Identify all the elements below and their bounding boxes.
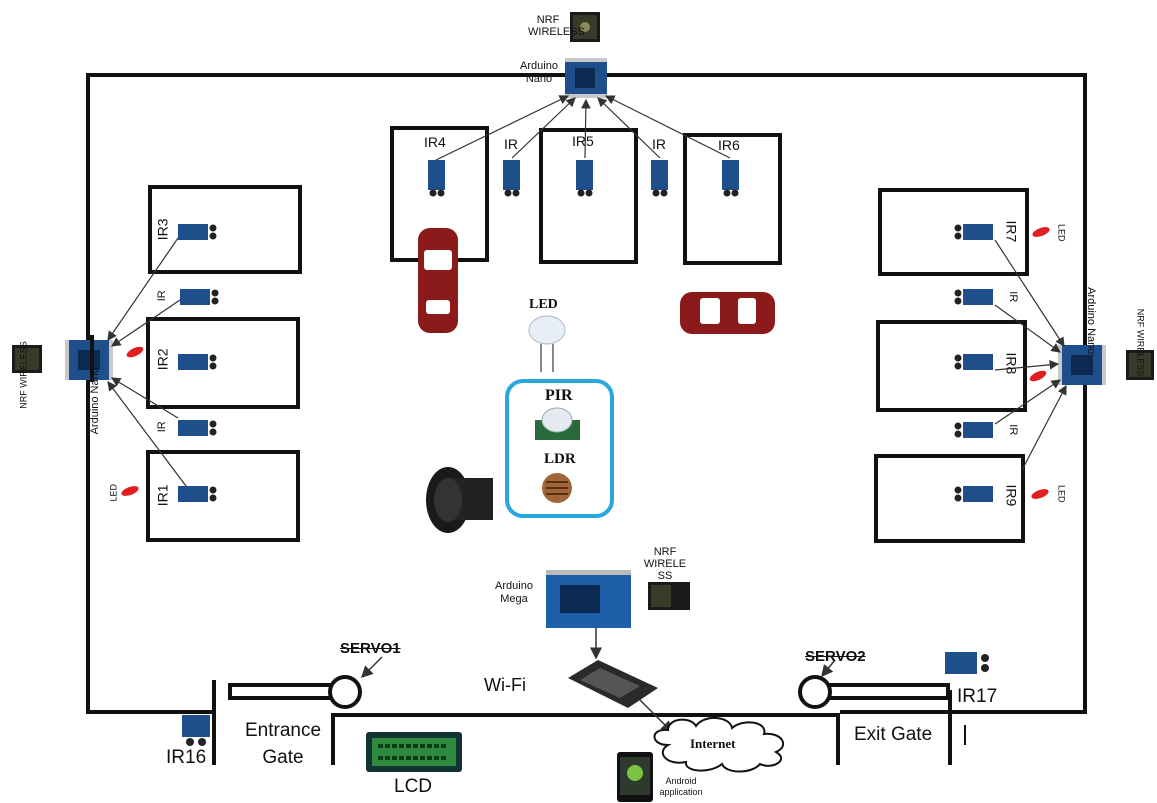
label-ir1: IR1 [154, 484, 171, 507]
label-nrf-left: NRF WIRELESS [18, 341, 29, 409]
label-ir9: IR9 [1003, 484, 1020, 507]
ir-sensor-4 [428, 160, 445, 197]
led-left-ir1 [121, 486, 139, 496]
label-entrance-gate: Entrance Gate [244, 720, 322, 768]
servo1-pointer [360, 656, 383, 679]
ir-sensor-2 [178, 354, 217, 370]
ir-sensor-8 [954, 354, 993, 370]
ir-sensor-9 [954, 486, 993, 502]
ir-sensor-left-upper [180, 289, 219, 305]
label-ir6: IR6 [718, 137, 740, 153]
ir-sensor-3 [178, 224, 217, 240]
label-nano-left: Arduino Nano [89, 367, 102, 435]
slot-ir2 [146, 317, 300, 409]
label-servo1: SERVO1 [340, 640, 401, 657]
label-nrf-top: NRF WIRELESS [528, 14, 585, 39]
ir-sensor-1 [178, 486, 217, 502]
label-android: Android application [659, 776, 703, 797]
label-ir2: IR2 [154, 348, 171, 371]
internet-cloud [653, 717, 785, 773]
label-pir: PIR [545, 387, 573, 404]
ir-sensor-5 [576, 160, 593, 197]
slot-ir5 [539, 128, 638, 264]
android-phone [617, 752, 653, 802]
ir-sensor-7 [954, 224, 993, 240]
label-internet: Internet [690, 736, 736, 751]
slot-ir1 [146, 450, 300, 542]
ir-sensor-17 [945, 652, 989, 674]
label-ir-right-lower: IR [1006, 424, 1019, 436]
wifi-to-internet-arrow [639, 699, 674, 734]
label-nrf-right: NRF WIRELESS [1135, 308, 1146, 377]
label-servo2: SERVO2 [805, 648, 866, 665]
ir-sensor-between-4-5 [503, 160, 520, 197]
label-nano-top: Arduino Nano [520, 60, 558, 85]
label-ir16: IR16 [166, 747, 207, 768]
center-led [528, 315, 566, 372]
lcd-display [366, 732, 462, 772]
wifi-module [568, 660, 658, 708]
slot-ir9 [874, 454, 1025, 543]
pir-ldr-frame [505, 379, 614, 518]
arduino-mega [546, 570, 631, 628]
label-ir3: IR3 [154, 218, 171, 241]
left-connection-arrows [107, 237, 187, 487]
label-ir4: IR4 [424, 134, 446, 150]
ir-sensor-right-upper [954, 289, 993, 305]
label-exit-gate: Exit Gate [854, 724, 933, 745]
label-led-right-bottom: LED [1056, 484, 1067, 503]
label-ir-left-upper: IR [156, 290, 169, 302]
label-ir-between-4-5: IR [504, 136, 518, 152]
ldr-sensor [542, 473, 572, 503]
car-center-right [680, 292, 775, 334]
gate-structure [331, 713, 840, 765]
label-led-right-top: LED [1056, 223, 1067, 242]
label-ir17: IR17 [957, 686, 998, 707]
nrf-module-right [1126, 350, 1154, 380]
nrf-module-left [12, 345, 42, 373]
slot-ir3 [148, 185, 302, 274]
arduino-nano-left [65, 340, 113, 380]
ir-sensor-between-5-6 [651, 160, 668, 197]
servo1-barrier [228, 675, 362, 709]
label-ir7: IR7 [1003, 220, 1020, 243]
label-ldr: LDR [544, 451, 576, 467]
label-ir-right-upper: IR [1006, 291, 1019, 303]
slot-ir6 [683, 133, 782, 265]
slot-ir7 [878, 188, 1029, 276]
led-left-upper [126, 346, 144, 358]
ir-sensor-right-lower [954, 422, 993, 438]
label-ir-between-5-6: IR [652, 136, 666, 152]
label-ir5: IR5 [572, 133, 594, 149]
label-wifi: Wi-Fi [484, 675, 526, 695]
ir-sensor-6 [722, 160, 739, 197]
label-ir8: IR8 [1003, 352, 1020, 375]
right-connection-arrows [994, 239, 1067, 471]
led-right-ir8 [1029, 370, 1047, 382]
label-center-led: LED [529, 297, 558, 312]
label-ir-left-lower: IR [156, 421, 169, 433]
nrf-module-mega [648, 582, 690, 610]
slot-ir8 [876, 320, 1027, 412]
label-nano-right: Arduino Nano [1084, 287, 1097, 355]
arduino-nano-right [1058, 345, 1106, 385]
car-slot-ir4 [418, 228, 458, 333]
label-arduino-mega: Arduino Mega [495, 580, 533, 605]
buzzer [426, 467, 493, 533]
pir-sensor [535, 407, 580, 440]
label-nrf-mega: NRF WIRELE SS [643, 546, 687, 583]
servo2-pointer [821, 659, 836, 678]
led-right-ir9 [1031, 489, 1049, 499]
label-lcd: LCD [394, 776, 433, 797]
ir-sensor-16 [182, 715, 210, 746]
arduino-nano-top [565, 58, 607, 98]
servo2-barrier [798, 675, 950, 709]
label-led-left: LED [108, 483, 119, 502]
ir-sensor-left-lower [178, 420, 217, 436]
led-right-ir7 [1032, 227, 1050, 237]
top-connection-arrows [435, 95, 731, 161]
nrf-module-top [570, 12, 600, 42]
